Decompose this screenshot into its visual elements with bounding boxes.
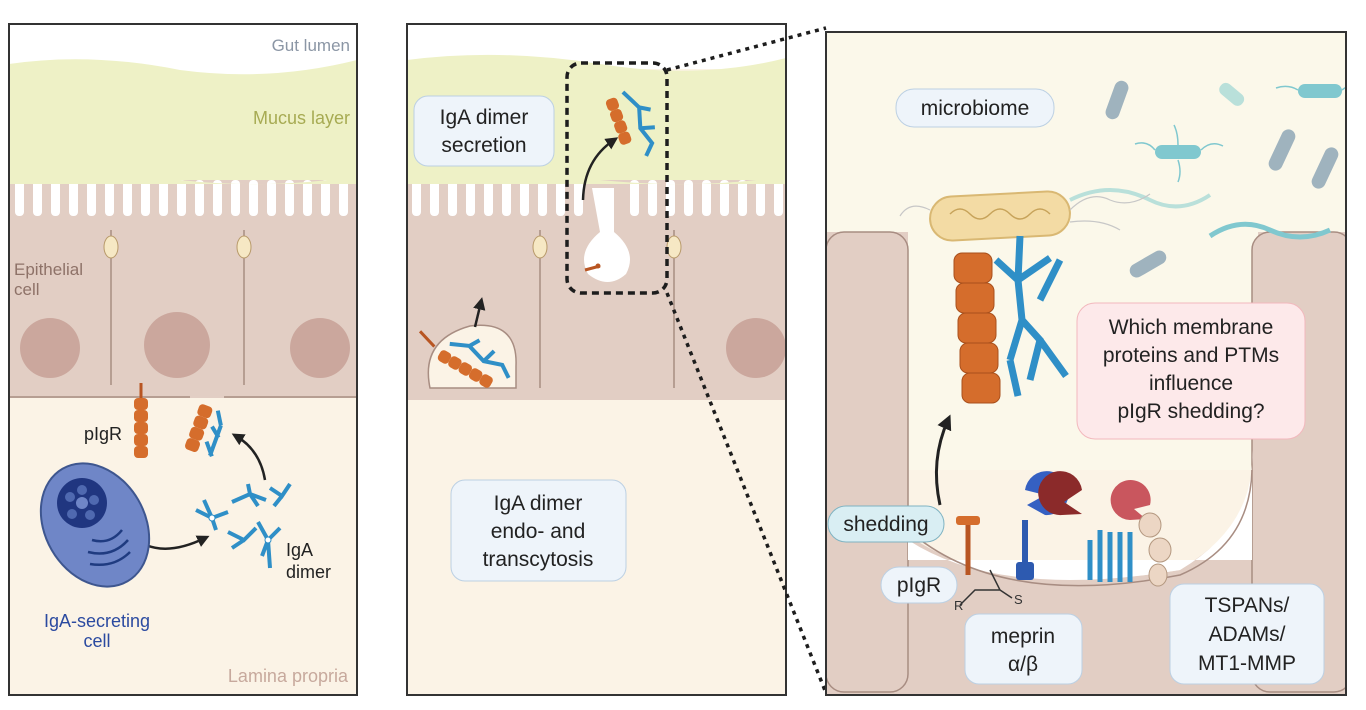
label-thioester-r: R [954,598,963,613]
label-epithelial-cell-2: cell [14,280,40,299]
label-gut-lumen: Gut lumen [272,36,350,55]
label-iga-secreting-cell-2: cell [83,631,110,651]
label-pigr-zoom: pIgR [897,574,941,597]
label-lamina-propria: Lamina propria [228,666,349,686]
epithelium [9,180,357,395]
label-iga-secreting-cell: IgA-secreting [44,611,150,631]
thioester-linkage [959,569,1013,606]
label-iga-transcytosis-3: transcytosis [483,548,594,571]
bacterium-large [899,190,1151,242]
label-box-meprin [964,613,1083,685]
label-box-pigr [880,566,958,604]
pigr-iga-large [953,235,1069,404]
membrane-proteins [956,471,1172,587]
nucleus [144,312,210,378]
label-epithelial-cell: Epithelial [14,260,83,279]
label-thioester-s: S [1014,592,1023,607]
label-iga-transcytosis: IgA dimer [494,492,583,515]
bacteria [1069,80,1346,278]
panel1-frame [8,23,358,696]
label-iga-secretion-2: secretion [441,134,526,157]
iga-secreting-cell [39,462,151,588]
label-iga-transcytosis-2: endo- and [491,520,586,543]
label-box-transcytosis [450,479,627,582]
exocytosis-vesicle [584,188,630,282]
label-shedding: shedding [843,513,928,536]
question-text-4: pIgR shedding? [1117,400,1264,423]
label-iga-dimer: IgA [286,540,313,560]
question-box [1076,302,1306,440]
zoom-box [565,61,669,295]
label-tspans-2: ADAMs/ [1208,623,1285,646]
label-box-tspans [1169,583,1325,685]
panel2-frame [406,23,787,696]
label-microbiome: microbiome [921,97,1030,120]
question-text-3: influence [1149,372,1233,395]
label-iga-secretion: IgA dimer [440,106,529,129]
pigr-iga-complex [185,404,223,457]
nucleus [20,318,80,378]
label-tspans: TSPANs/ [1205,594,1290,617]
label-iga-dimer-2: dimer [286,562,331,582]
pigr-receptor [134,383,148,458]
label-tspans-3: MT1-MMP [1198,652,1296,675]
panel-transcytosis: IgA dimer secretion IgA dimer endo- and … [407,24,786,695]
label-meprin: meprin [991,625,1055,648]
nucleus [290,318,350,378]
panel-gut-overview: Gut lumen Mucus layer Epithelial cell pI… [9,24,357,695]
label-pigr: pIgR [84,424,122,444]
label-meprin-2: α/β [1008,653,1038,676]
label-box-shedding [827,505,945,543]
label-box-microbiome [895,88,1055,128]
panel-zoom-shedding: R S microbiome Which membrane proteins a… [826,32,1346,695]
panel3-frame [825,31,1347,696]
question-text-1: Which membrane [1109,316,1274,339]
endocytic-vesicle [427,324,517,389]
label-box-secretion [413,95,555,167]
mucus-layer [9,59,357,201]
zoom-line-top [666,26,827,72]
label-mucus-layer: Mucus layer [253,108,350,128]
question-text-2: proteins and PTMs [1103,344,1279,367]
